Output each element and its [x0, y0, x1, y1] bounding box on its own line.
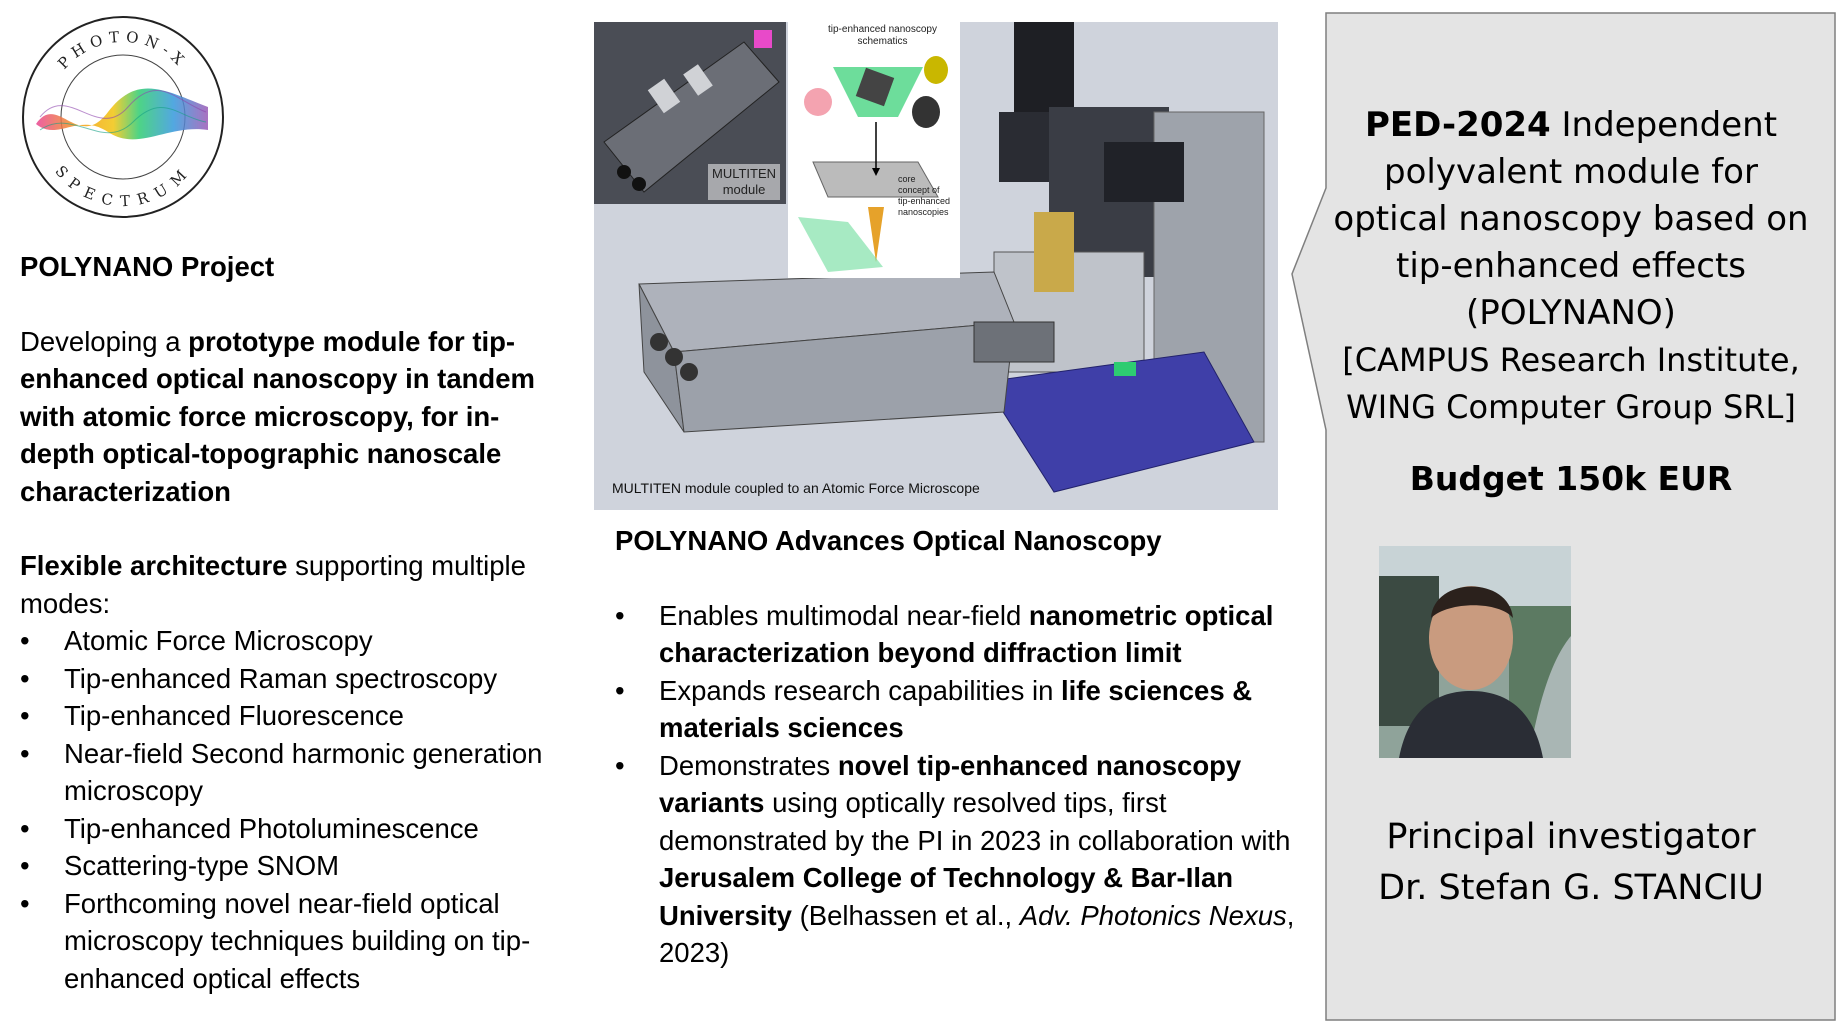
architecture-intro: Flexible architecture supporting multipl…: [20, 547, 560, 622]
pi-portrait: [1379, 546, 1571, 758]
mode-item: Scattering-type SNOM: [20, 847, 560, 885]
arch-plain: supporting multiple modes:: [20, 550, 526, 619]
figure-caption: MULTITEN module coupled to an Atomic For…: [612, 480, 980, 496]
advance-item: Expands research capabilities in life sc…: [615, 672, 1295, 747]
advances-list: Enables multimodal near-field nanometric…: [615, 597, 1295, 972]
advance-item: Enables multimodal near-field nanometric…: [615, 597, 1295, 672]
advances-section: POLYNANO Advances Optical Nanoscopy Enab…: [615, 522, 1295, 972]
project-description: POLYNANO Project Developing a prototype …: [20, 248, 560, 997]
grant-organizations: [CAMPUS Research Institute, WING Compute…: [1342, 341, 1800, 426]
advance-item: Demonstrates novel tip-enhanced nanoscop…: [615, 747, 1295, 972]
mode-item: Tip-enhanced Photoluminescence: [20, 810, 560, 848]
grant-title: PED-2024 Independent polyvalent module f…: [1333, 105, 1809, 333]
spectrum-wave-icon: [36, 88, 208, 140]
pi-role: Principal investigator: [1386, 817, 1756, 857]
intro-bold: prototype module for tip-enhanced optica…: [20, 325, 535, 507]
advances-title: POLYNANO Advances Optical Nanoscopy: [615, 525, 1162, 556]
modes-list: Atomic Force Microscopy Tip-enhanced Ram…: [20, 622, 560, 997]
mode-item: Near-field Second harmonic generation mi…: [20, 735, 560, 810]
grant-budget: Budget 150k EUR: [1409, 459, 1733, 498]
mode-item: Tip-enhanced Fluorescence: [20, 697, 560, 735]
intro-plain: Developing a: [20, 325, 189, 357]
pi-name: Dr. Stefan G. STANCIU: [1378, 868, 1764, 908]
mode-item: Tip-enhanced Raman spectroscopy: [20, 660, 560, 698]
photon-x-spectrum-logo: PHOTON-X SPECTRUM: [22, 16, 224, 218]
grant-info: PED-2024 Independent polyvalent module f…: [1326, 102, 1816, 501]
grant-code: PED-2024: [1364, 105, 1551, 145]
mode-item: Atomic Force Microscopy: [20, 622, 560, 660]
afm-rendering: [638, 22, 1265, 493]
project-title: POLYNANO Project: [20, 251, 275, 282]
project-intro: Developing a prototype module for tip-en…: [20, 323, 560, 511]
mode-item: Forthcoming novel near-field optical mic…: [20, 885, 560, 998]
principal-investigator: Principal investigator Dr. Stefan G. STA…: [1326, 812, 1816, 914]
callout-box: [1291, 12, 1836, 1021]
arch-bold: Flexible architecture: [20, 550, 288, 581]
